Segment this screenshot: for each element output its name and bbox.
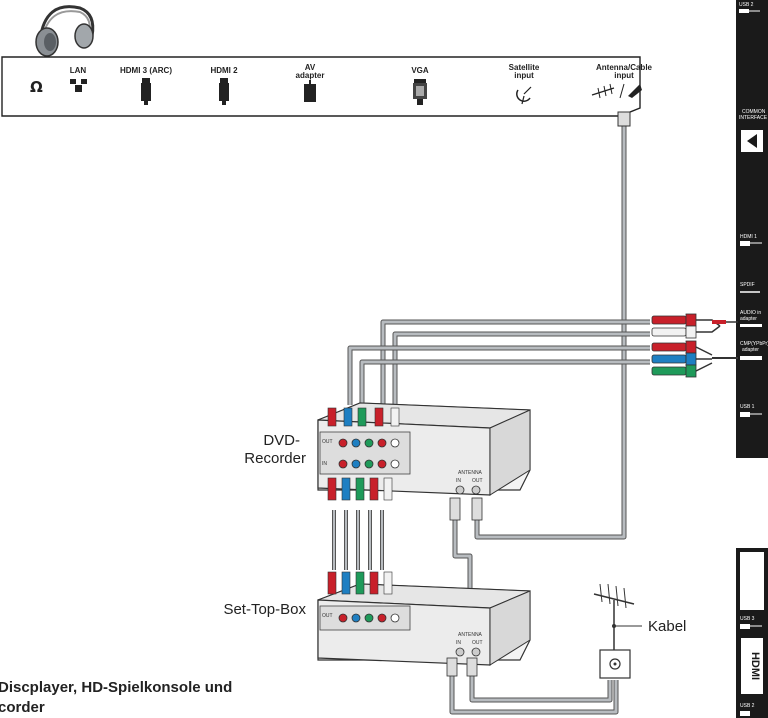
port-label-lan: LAN [70, 66, 87, 75]
outdoor-antenna-icon [593, 583, 642, 652]
dvd-in-label: IN [322, 461, 327, 467]
stb-top-plugs [327, 571, 393, 595]
stb-antenna-in: IN [456, 640, 461, 646]
hdmi-connector-icon [219, 78, 229, 105]
set-top-box-device: OUT ANTENNA IN OUT [317, 571, 531, 677]
set-top-box-label: Set-Top-Box [223, 601, 306, 618]
headphones-icon [35, 5, 95, 57]
dvd-top-plugs [327, 407, 400, 427]
cables [332, 124, 650, 715]
side-connector-panel-lower: USB 3 HDMI USB 2 [736, 548, 768, 718]
caption-line1: Discplayer, HD-Spielkonsole und [0, 679, 232, 696]
dvd-out-label: OUT [322, 439, 333, 445]
dvd-jacks [338, 438, 400, 469]
av-adapter-icon [304, 80, 316, 102]
cable-label: Kabel [648, 618, 686, 635]
dvd-antenna-in: IN [456, 478, 461, 484]
hdmi-logo: HDMI [749, 652, 761, 680]
vga-connector-icon [413, 79, 427, 105]
side-label-usb2: USB 2 [739, 2, 754, 8]
dvd-recorder-label: DVD-Recorder [244, 432, 306, 467]
port-label-vga: VGA [411, 66, 429, 75]
headphone-jack-icon: Ω [30, 78, 43, 96]
rca-plug-bundle-component [651, 340, 738, 378]
dvd-antenna-label: ANTENNA [458, 470, 483, 476]
antenna-cable-icon [591, 83, 642, 99]
port-label-hdmi3: HDMI 3 (ARC) [120, 66, 172, 75]
side-label-spdif: SPDIF [740, 282, 755, 288]
stb-out-label: OUT [322, 613, 333, 619]
stb-antenna-out: OUT [472, 640, 483, 646]
rca-plug-bundle-audio [651, 313, 738, 339]
satellite-dish-icon [516, 86, 532, 105]
side-label-cmp-adapter: CMP(YPbPr)adapter [740, 341, 768, 353]
side-label-usb2-lower: USB 2 [740, 703, 755, 709]
lan-port-icon [70, 79, 87, 92]
side-label-usb3: USB 3 [740, 616, 755, 622]
dvd-antenna-out: OUT [472, 478, 483, 484]
antenna-plug [617, 111, 631, 127]
stb-antenna-label: ANTENNA [458, 632, 483, 638]
side-label-hdmi1: HDMI 1 [740, 234, 757, 240]
hdmi-connector-icon [141, 78, 151, 105]
port-label-hdmi2: HDMI 2 [210, 66, 238, 75]
wall-antenna-socket [599, 649, 631, 679]
side-label-usb1: USB 1 [740, 404, 755, 410]
caption-line2: corder [0, 699, 45, 716]
dvd-recorder-device: OUT IN ANTENNA IN OUT [317, 402, 531, 521]
dvd-bottom-plugs [327, 477, 393, 501]
